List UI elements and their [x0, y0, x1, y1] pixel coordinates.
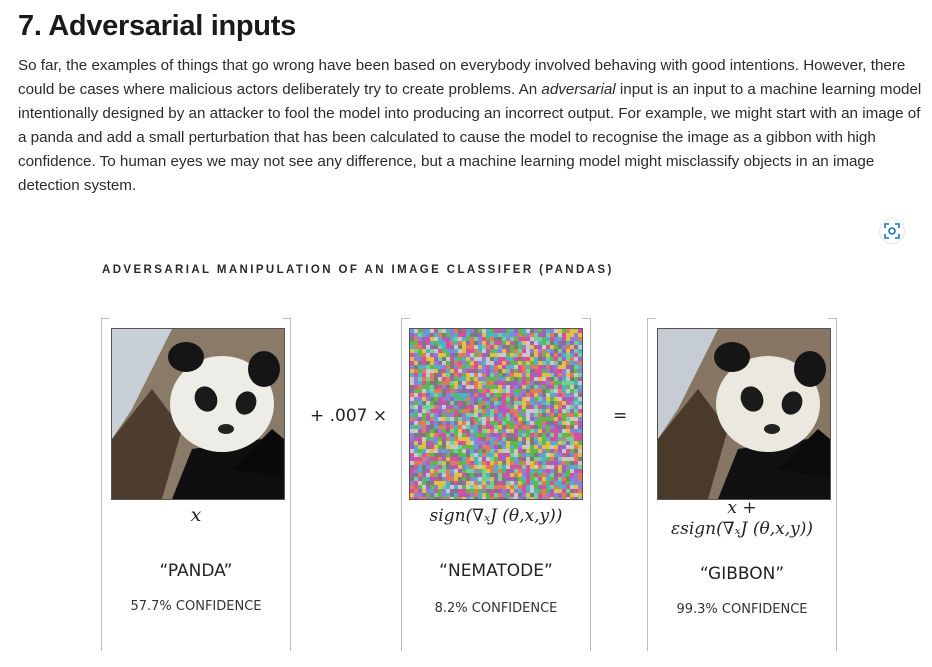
- intro-paragraph: So far, the examples of things that go w…: [18, 54, 926, 198]
- panel-confidence-panda: 57.7% CONFIDENCE: [130, 599, 262, 614]
- expand-image-button[interactable]: [880, 219, 904, 243]
- panel-math-sign: sign(∇ₓJ (θ,x,y)): [429, 506, 563, 526]
- paragraph-text-1: So far, the examples of things that go w…: [18, 57, 906, 98]
- panel-border: [828, 318, 837, 651]
- paragraph-emphasis: adversarial: [541, 81, 616, 98]
- panel-confidence-nematode: 8.2% CONFIDENCE: [434, 601, 558, 616]
- noise-image: [409, 328, 583, 500]
- panel-border: [582, 318, 591, 651]
- panel-label-nematode: “NEMATODE”: [439, 561, 553, 581]
- panel-border: [282, 318, 291, 651]
- panel-border: [401, 318, 410, 651]
- figure-title: ADVERSARIAL MANIPULATION OF AN IMAGE CLA…: [102, 264, 614, 276]
- panda-image: [111, 328, 285, 500]
- panel-noise: sign(∇ₓJ (θ,x,y)) “NEMATODE” 8.2% CONFID…: [401, 318, 591, 651]
- panel-border: [101, 318, 110, 651]
- gibbon-image: [657, 328, 831, 500]
- expand-image-icon: [884, 223, 900, 239]
- panel-math-line2: εsign(∇ₓJ (θ,x,y)): [670, 519, 813, 539]
- panel-math-line1: x +: [727, 498, 757, 518]
- panel-border: [647, 318, 656, 651]
- paragraph-text-2: input is an input to a machine learning …: [18, 81, 922, 194]
- panel-confidence-gibbon: 99.3% CONFIDENCE: [676, 602, 808, 617]
- panel-label-gibbon: “GIBBON”: [699, 564, 785, 584]
- operator-equals: =: [613, 406, 628, 426]
- panel-gibbon: x + εsign(∇ₓJ (θ,x,y)) “GIBBON” 99.3% CO…: [647, 318, 837, 651]
- panel-label-panda: “PANDA”: [159, 561, 233, 581]
- panel-math-x: x: [190, 504, 202, 526]
- panel-panda: x “PANDA” 57.7% CONFIDENCE: [101, 318, 291, 651]
- page-title: 7. Adversarial inputs: [18, 10, 296, 42]
- operator-plus: + .007 ×: [310, 406, 388, 426]
